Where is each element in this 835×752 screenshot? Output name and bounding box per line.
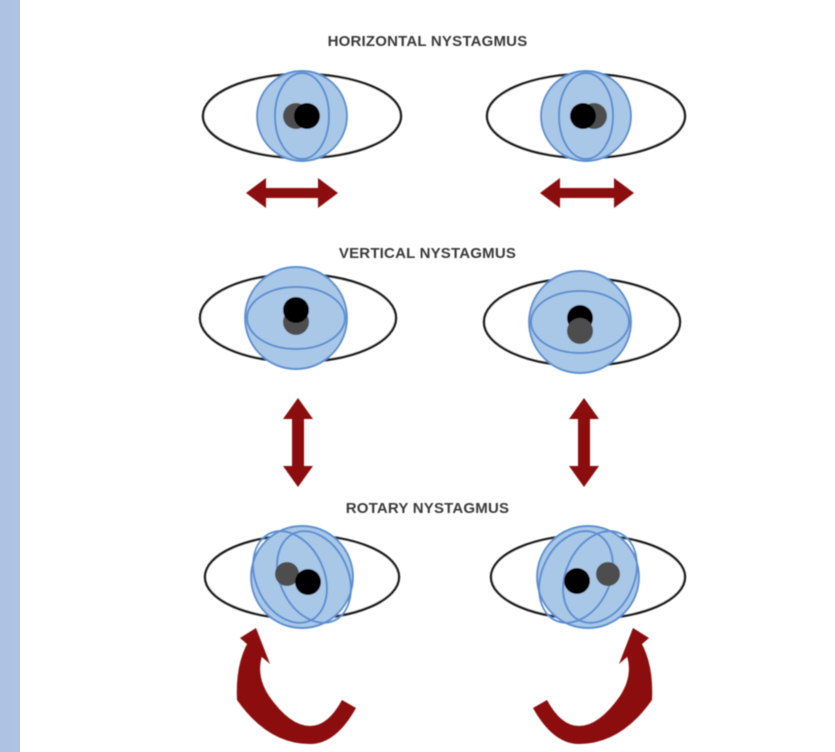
eye-icon-vertical-left (200, 267, 396, 369)
nystagmus-diagram: HORIZONTAL NYSTAGMUS VERTICAL NYSTAGMUS … (20, 0, 835, 752)
double-arrow-horizontal-icon-right (540, 178, 634, 208)
curved-arrow-icon-left (237, 628, 356, 744)
double-arrow-vertical-icon-left (283, 398, 313, 487)
section-title-horizontal: HORIZONTAL NYSTAGMUS (20, 33, 835, 50)
eye-icon-rotary-left (205, 519, 399, 635)
eye-icon-horizontal-left (203, 71, 401, 161)
eye-icon-horizontal-right (487, 71, 685, 161)
section-title-vertical: VERTICAL NYSTAGMUS (20, 245, 835, 262)
diagram-canvas (20, 0, 835, 752)
curved-arrow-icon-right (533, 628, 652, 744)
eye-icon-vertical-right (484, 271, 680, 373)
double-arrow-horizontal-icon-left (246, 178, 338, 208)
eye-icon-rotary-right (491, 519, 685, 635)
section-title-rotary: ROTARY NYSTAGMUS (20, 500, 835, 517)
double-arrow-vertical-icon-right (569, 398, 599, 487)
